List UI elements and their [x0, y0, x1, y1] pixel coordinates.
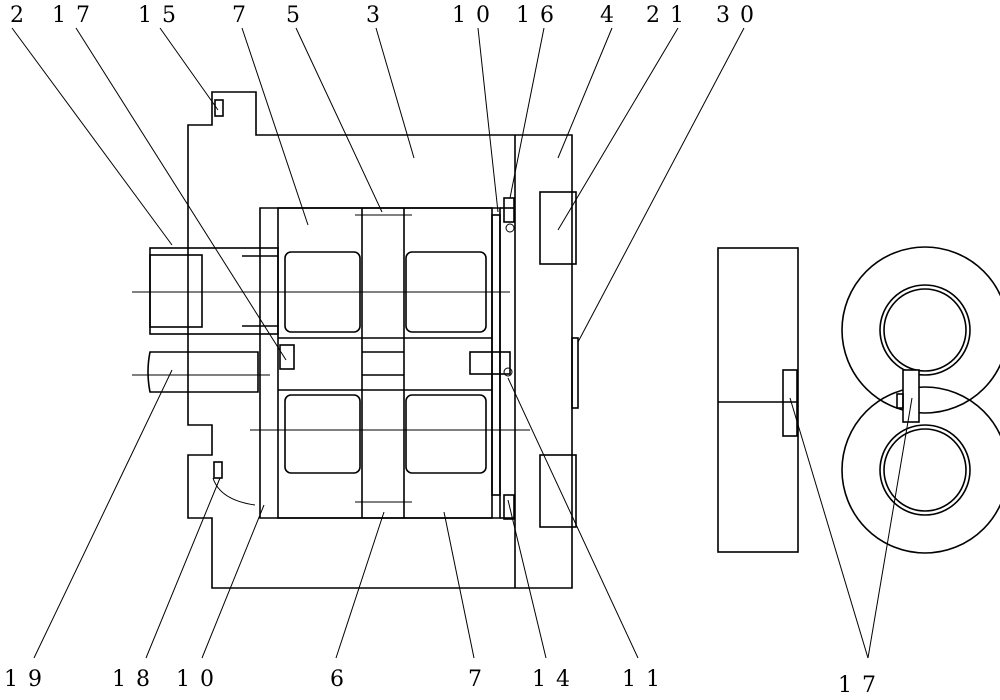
key-17: [279, 344, 295, 370]
label-11: 11: [622, 667, 670, 692]
side-view-gears: [841, 246, 1000, 554]
label-30: 30: [716, 3, 764, 28]
side-view-block: [717, 247, 799, 553]
label-19: 19: [4, 667, 52, 692]
relief-curve: [212, 477, 256, 506]
end-cover: [469, 191, 579, 528]
lower-shaft: [132, 351, 530, 431]
label-14: 14: [532, 667, 580, 692]
label-3: 3: [366, 3, 390, 28]
part-labels: 2 17 15 7 5 3 10 16 4 21 30 19 18 10 6 7…: [4, 3, 886, 698]
gear-assembly: [277, 207, 501, 519]
label-16: 16: [516, 3, 564, 28]
label-17-bottom: 17: [838, 673, 886, 698]
label-15: 15: [138, 3, 186, 28]
label-5: 5: [286, 3, 310, 28]
label-17-top: 17: [52, 3, 100, 28]
label-7-bottom: 7: [468, 667, 492, 692]
label-18: 18: [112, 667, 160, 692]
pin-15: [214, 99, 224, 117]
leader-lines: [11, 27, 913, 659]
label-6: 6: [330, 667, 354, 692]
label-2: 2: [10, 3, 34, 28]
label-7-top: 7: [232, 3, 256, 28]
label-10-bottom: 10: [176, 667, 224, 692]
label-21: 21: [646, 3, 694, 28]
label-10-top: 10: [452, 3, 500, 28]
pin-18: [213, 461, 223, 479]
input-shaft: [132, 247, 510, 335]
label-4: 4: [600, 3, 624, 28]
